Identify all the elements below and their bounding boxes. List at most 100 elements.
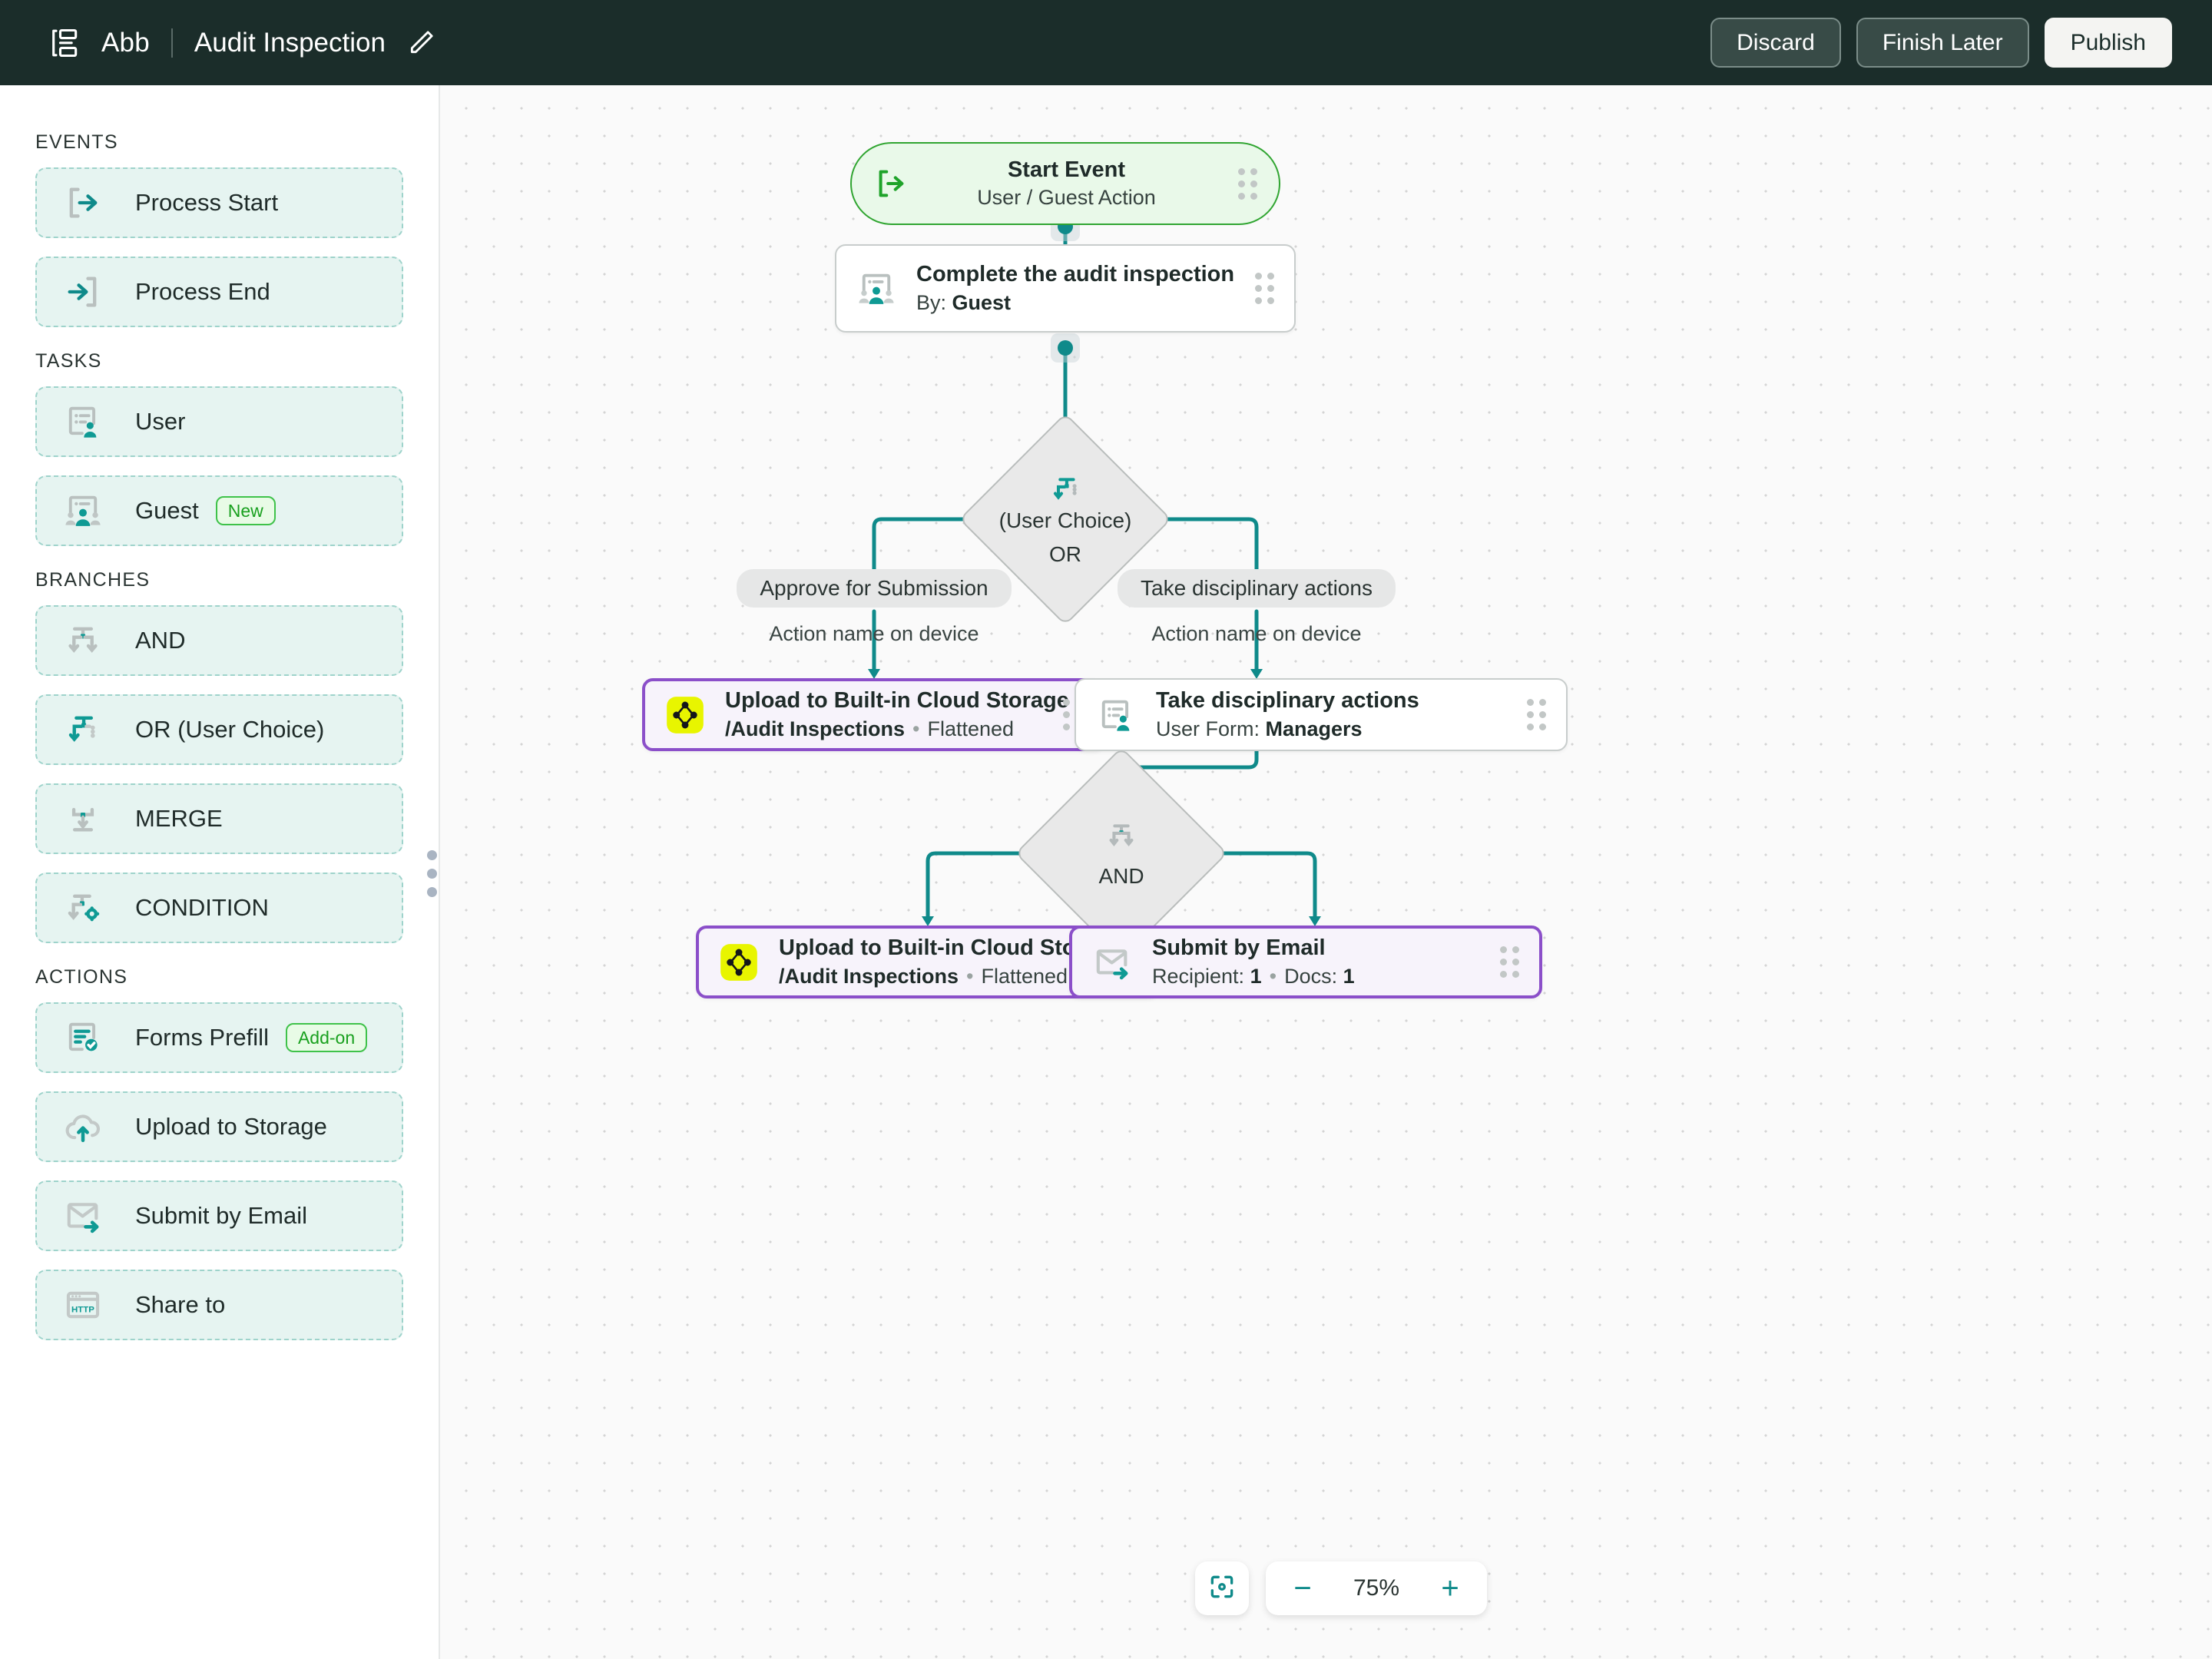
node-docs-value: 1 (1343, 965, 1355, 988)
palette-item-process-end[interactable]: Process End (35, 257, 403, 327)
node-storage-mode: Flattened (927, 717, 1015, 740)
flow-logo-icon (48, 25, 81, 61)
forms-prefill-icon (63, 1018, 103, 1058)
node-start-event[interactable]: Start Event User / Guest Action (850, 142, 1280, 225)
port-task-out[interactable] (1051, 333, 1080, 363)
palette-item-label: Submit by Email (135, 1202, 307, 1229)
zoom-controls: − 75% + (1195, 1561, 1487, 1615)
palette-item-label: User (135, 408, 186, 435)
pencil-icon[interactable] (406, 28, 436, 58)
node-title: Take disciplinary actions (1156, 688, 1419, 713)
separator-dot: • (966, 965, 974, 988)
flow-canvas[interactable]: Start Event User / Guest Action (440, 85, 2212, 1659)
node-start-text: Start Event User / Guest Action (909, 157, 1224, 210)
zoom-out-button[interactable]: − (1293, 1571, 1312, 1605)
node-subtitle-value: Guest (952, 291, 1012, 314)
node-storage-path: /Audit Inspections (779, 965, 959, 988)
branch-sublabel: Action name on device (1151, 622, 1362, 645)
branch-condition-icon (63, 888, 103, 928)
node-title: Upload to Built-in Cloud Storage (779, 935, 1123, 960)
node-subtitle-label: By: (916, 291, 947, 314)
palette-item-condition[interactable]: CONDITION (35, 873, 403, 943)
node-storage-mode: Flattened (981, 965, 1068, 988)
node-submit-by-email[interactable]: Submit by Email Recipient: 1•Docs: 1 (1069, 926, 1542, 998)
top-bar: Abb Audit Inspection Discard Finish Late… (0, 0, 2212, 85)
branch-label-left[interactable]: Approve for Submission Action name on de… (717, 569, 1031, 646)
node-subtitle: /Audit Inspections • Flattened (779, 965, 1103, 988)
brand: Abb Audit Inspection (48, 25, 436, 61)
drag-grip-icon[interactable] (1255, 273, 1274, 304)
process-start-icon (63, 183, 103, 223)
node-upload-cloud-storage-left[interactable]: Upload to Built-in Cloud Storage /Audit … (642, 678, 1105, 751)
node-docs-label: Docs: (1284, 965, 1338, 988)
publish-button[interactable]: Publish (2044, 18, 2172, 68)
discard-button[interactable]: Discard (1710, 18, 1841, 68)
palette-item-process-start[interactable]: Process Start (35, 167, 403, 238)
palette-item-label: MERGE (135, 805, 223, 832)
process-end-icon (63, 272, 103, 312)
email-send-icon (1092, 942, 1132, 982)
node-text: Upload to Built-in Cloud Storage /Audit … (725, 688, 1069, 741)
node-subtitle: User Form: Managers (1156, 717, 1513, 741)
palette-item-badge-addon: Add-on (285, 1022, 368, 1053)
separator-dot: • (1269, 965, 1277, 988)
separator-dot: • (912, 717, 920, 740)
palette-item-label: OR (User Choice) (135, 716, 325, 743)
palette-sidebar: EVENTS Process Start Process End TASKS (0, 85, 440, 1659)
guest-task-icon (63, 491, 103, 531)
node-text: Take disciplinary actions User Form: Man… (1156, 688, 1513, 741)
node-take-disciplinary-actions[interactable]: Take disciplinary actions User Form: Man… (1075, 678, 1568, 751)
zoom-level-value: 75% (1353, 1575, 1400, 1601)
palette-item-upload-to-storage[interactable]: Upload to Storage (35, 1091, 403, 1162)
page-title: Audit Inspection (194, 27, 386, 58)
email-send-icon (63, 1196, 103, 1236)
brand-name: Abb (101, 27, 150, 58)
node-subtitle: By: Guest (916, 291, 1241, 315)
node-subtitle-value: Managers (1265, 717, 1363, 740)
drag-grip-icon[interactable] (1500, 946, 1519, 978)
http-share-icon: HTTP (63, 1285, 103, 1325)
node-text: Upload to Built-in Cloud Storage /Audit … (779, 935, 1123, 988)
node-storage-path: /Audit Inspections (725, 717, 906, 740)
svg-text:HTTP: HTTP (71, 1306, 94, 1315)
palette-item-share-to[interactable]: HTTP Share to (35, 1270, 403, 1340)
node-gateway-and[interactable]: AND (1015, 747, 1228, 960)
cloud-upload-icon (63, 1107, 103, 1147)
drag-grip-icon[interactable] (1238, 167, 1257, 200)
section-title-tasks: TASKS (35, 350, 102, 372)
node-recipient-label: Recipient: (1152, 965, 1245, 988)
palette-item-submit-by-email[interactable]: Submit by Email (35, 1181, 403, 1251)
node-text: Submit by Email Recipient: 1•Docs: 1 (1152, 935, 1486, 988)
palette-item-or-user-choice[interactable]: OR (User Choice) (35, 694, 403, 765)
node-title: Start Event (1007, 157, 1126, 182)
node-subtitle-label: User Form: (1156, 717, 1260, 740)
branch-or-icon (63, 710, 103, 750)
finish-later-button[interactable]: Finish Later (1856, 18, 2029, 68)
fit-to-screen-icon (1207, 1572, 1237, 1605)
node-title: Submit by Email (1152, 935, 1326, 960)
palette-item-forms-prefill[interactable]: Forms Prefill Add-on (35, 1002, 403, 1073)
palette-item-guest[interactable]: Guest New (35, 475, 403, 546)
node-complete-audit-inspection[interactable]: Complete the audit inspection By: Guest (835, 244, 1296, 333)
branch-and-icon (63, 621, 103, 661)
branch-label-right[interactable]: Take disciplinary actions Action name on… (1100, 569, 1413, 646)
zoom-in-button[interactable]: + (1441, 1571, 1459, 1605)
zoom-group: − 75% + (1266, 1561, 1487, 1615)
user-task-icon (1096, 695, 1136, 735)
palette-item-and[interactable]: AND (35, 605, 403, 676)
node-title: Upload to Built-in Cloud Storage (725, 688, 1069, 713)
section-title-actions: ACTIONS (35, 966, 128, 988)
node-subtitle: Recipient: 1•Docs: 1 (1152, 965, 1486, 988)
branch-merge-icon (63, 799, 103, 839)
drag-grip-icon[interactable] (1527, 699, 1546, 730)
section-title-branches: BRANCHES (35, 569, 151, 591)
sidebar-resize-handle[interactable] (427, 850, 437, 897)
fit-to-screen-button[interactable] (1195, 1561, 1249, 1615)
palette-item-user[interactable]: User (35, 386, 403, 457)
divider (171, 28, 173, 58)
topbar-actions: Discard Finish Later Publish (1710, 18, 2172, 68)
palette-item-label: Process End (135, 278, 270, 305)
palette-item-merge[interactable]: MERGE (35, 783, 403, 854)
process-start-icon (873, 166, 909, 201)
palette-item-badge-new: New (215, 495, 276, 526)
